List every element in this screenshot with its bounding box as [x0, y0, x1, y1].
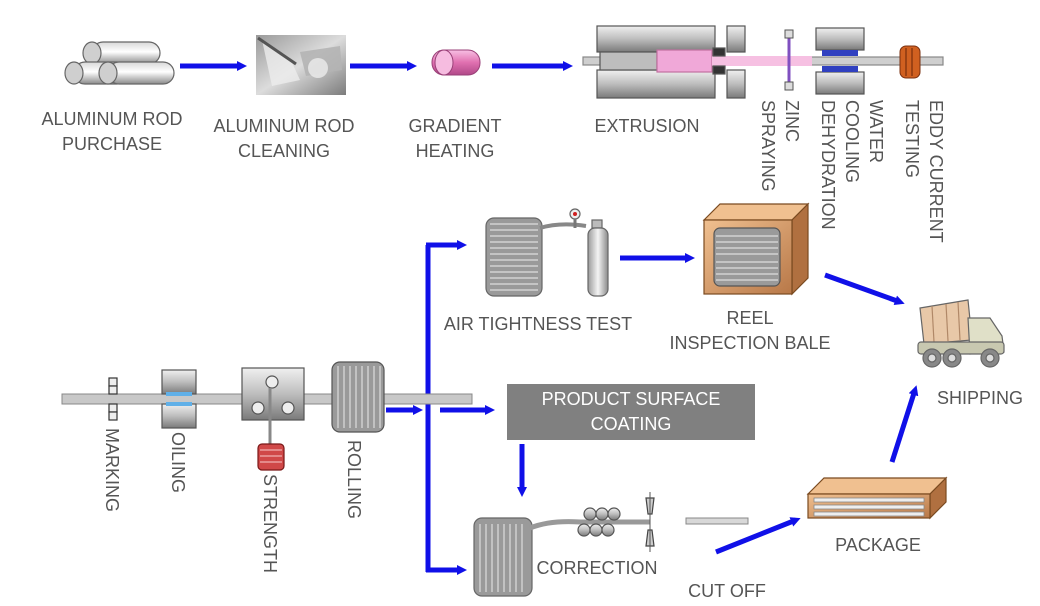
label-shipping: SHIPPING: [920, 386, 1040, 411]
label-line: COOLING: [842, 100, 862, 184]
label-eddy-current-testing: EDDY CURRENT TESTING: [900, 100, 948, 243]
heated-billet-icon: [431, 49, 481, 76]
label-line: CLEANING: [237, 141, 331, 161]
cutter-icon: [645, 492, 655, 552]
label-extrusion: EXTRUSION: [580, 114, 714, 139]
straightening-rollers-icon: [577, 507, 621, 537]
cleaning-photo-icon: [256, 35, 346, 95]
label-line: OILING: [168, 432, 188, 494]
arrow-package-to-shipping: [889, 385, 919, 463]
label-line: TESTING: [902, 100, 922, 179]
label-line: MARKING: [102, 428, 122, 513]
label-line: PRODUCT SURFACE: [541, 389, 721, 409]
label-line: SPRAYING: [758, 100, 778, 192]
label-air-tightness-test: AIR TIGHTNESS TEST: [428, 312, 648, 337]
label-line: ALUMINUM ROD: [41, 109, 183, 129]
label-line: SHIPPING: [936, 388, 1024, 408]
label-reel-inspection-bale: REEL INSPECTION BALE: [652, 306, 848, 356]
pipe-pack-icon: [806, 476, 948, 520]
label-line: PURCHASE: [61, 134, 163, 154]
label-line: HEATING: [415, 141, 495, 161]
strength-unit-icon: [241, 367, 305, 471]
label-line: CORRECTION: [536, 558, 658, 578]
rolling-coil-icon: [331, 361, 385, 433]
label-water-cooling-dehydration: WATER COOLING DEHYDRATION: [816, 100, 888, 230]
zinc-spray-icon: [784, 29, 794, 91]
label-aluminum-rod-cleaning: ALUMINUM ROD CLEANING: [202, 114, 366, 164]
label-correction: CORRECTION: [524, 556, 670, 581]
cut-tube-segment: [685, 517, 749, 525]
arrow-cutoff-to-package: [715, 517, 801, 555]
label-gradient-heating: GRADIENT HEATING: [395, 114, 515, 164]
label-line: EXTRUSION: [594, 116, 700, 136]
label-line: ZINC: [782, 100, 802, 142]
truck-icon: [917, 299, 1005, 368]
marking-rollers-icon: [108, 377, 118, 421]
cooling-dehydration-icon: [815, 27, 865, 95]
label-rolling: ROLLING: [342, 440, 366, 519]
rod-bundle-icon: [64, 41, 175, 85]
reel-crate-icon: [702, 202, 810, 296]
label-package: PACKAGE: [818, 533, 938, 558]
label-line: CUT OFF: [688, 581, 766, 601]
coil-icon-correction: [473, 517, 650, 597]
label-aluminum-rod-purchase: ALUMINUM ROD PURCHASE: [30, 107, 194, 157]
product-surface-coating-box: PRODUCT SURFACE COATING: [507, 384, 755, 440]
label-cut-off: CUT OFF: [672, 579, 782, 604]
label-line: INSPECTION BALE: [669, 333, 831, 353]
oiling-unit-icon: [161, 369, 197, 429]
label-marking: MARKING: [100, 428, 124, 512]
gas-cylinder-icon: [569, 208, 609, 297]
extrusion-press-icon: [582, 25, 944, 99]
label-line: GRADIENT: [408, 116, 502, 136]
label-line: ALUMINUM ROD: [213, 116, 355, 136]
label-line: REEL: [726, 308, 774, 328]
label-line: EDDY CURRENT: [926, 100, 946, 243]
label-line: DEHYDRATION: [818, 100, 838, 230]
label-strength: STRENGTH: [258, 474, 282, 573]
label-oiling: OILING: [166, 432, 190, 493]
coil-icon-air-test: [485, 217, 587, 297]
label-line: AIR TIGHTNESS TEST: [443, 314, 633, 334]
label-line: WATER: [866, 100, 886, 163]
flow-arrows: [180, 61, 919, 575]
label-line: STRENGTH: [260, 474, 280, 573]
label-zinc-spraying: ZINC SPRAYING: [756, 100, 804, 192]
eddy-current-ring-icon: [899, 45, 921, 79]
arrow-reel-to-shipping: [824, 272, 905, 306]
label-line: COATING: [590, 414, 672, 434]
label-line: ROLLING: [344, 440, 364, 520]
label-line: PACKAGE: [835, 535, 921, 555]
